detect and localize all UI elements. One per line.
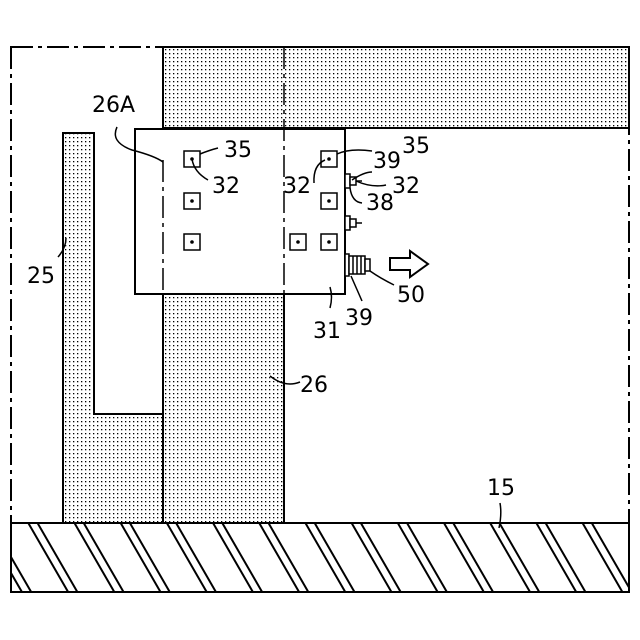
floor-15 [11, 523, 629, 592]
label-35-left: 35 [224, 138, 252, 163]
label-15: 15 [487, 476, 515, 501]
label-26a: 26A [92, 93, 135, 118]
label-39-bottom: 39 [345, 306, 373, 331]
label-32-left: 32 [212, 174, 240, 199]
part-26-column [163, 294, 284, 523]
label-35-right: 35 [402, 134, 430, 159]
connector-50-tip [365, 259, 370, 271]
label-32-mid: 32 [283, 174, 311, 199]
label-26: 26 [300, 373, 328, 398]
label-31: 31 [313, 319, 341, 344]
label-50: 50 [397, 283, 425, 308]
label-39-top: 39 [373, 149, 401, 174]
label-25: 25 [27, 264, 55, 289]
connector-pins [345, 174, 370, 276]
pin [350, 219, 356, 227]
arrow-right-icon [390, 251, 428, 277]
label-38: 38 [366, 191, 394, 216]
top-beam [163, 47, 629, 128]
label-32-right: 32 [392, 174, 420, 199]
